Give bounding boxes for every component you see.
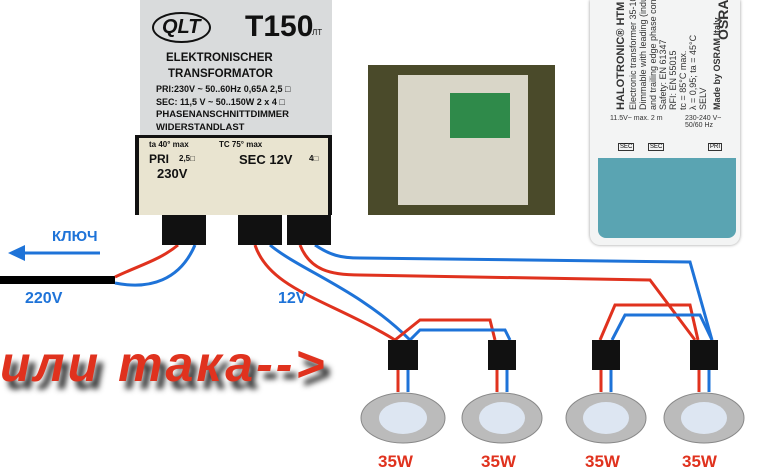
qlt-logo: QLT bbox=[152, 12, 211, 43]
lamp-power-2: 35W bbox=[481, 452, 516, 471]
input-voltage: 220V bbox=[25, 290, 63, 307]
transformer-terminal-label: ta 40° max TC 75° max PRI 2,5□ 230V SEC … bbox=[135, 135, 332, 215]
osram-transformer: HALOTRONIC® HTM 105/230 Electronic trans… bbox=[590, 0, 740, 245]
mains-wire-blue bbox=[114, 244, 197, 287]
model: T150 bbox=[245, 10, 314, 43]
lamps bbox=[360, 392, 745, 444]
terminal-block-photo bbox=[368, 65, 555, 215]
transformer-label: QLT T150 ЛТ ELEKTRONISCHER TRANSFORMATOR… bbox=[140, 0, 332, 135]
lamp-connectors bbox=[388, 340, 718, 370]
alt-caption: или така--> bbox=[0, 336, 328, 392]
lamp-power-3: 35W bbox=[585, 452, 620, 471]
switch-label: КЛЮЧ bbox=[52, 228, 98, 245]
lamp-power-4: 35W bbox=[682, 452, 717, 471]
switch-arrow-head bbox=[8, 245, 25, 261]
output-voltage: 12V bbox=[278, 290, 307, 307]
lamp-power-1: 35W bbox=[378, 452, 413, 471]
osram-terminal-cover bbox=[598, 158, 736, 238]
mains-wire-red bbox=[114, 243, 179, 279]
